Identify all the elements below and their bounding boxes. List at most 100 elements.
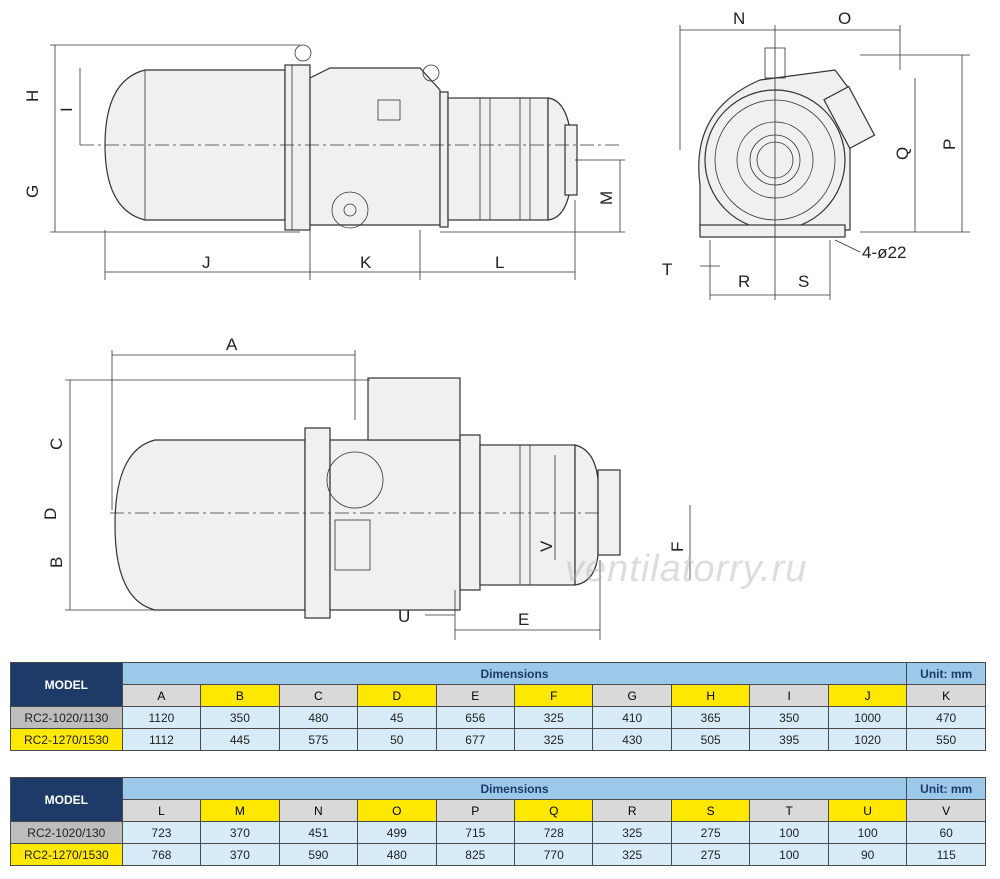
table-row: RC2-1020/130 723 370 451 499 715 728 325…	[10, 821, 986, 844]
label-E: E	[518, 610, 529, 629]
col-header: K	[906, 684, 986, 707]
label-G: G	[23, 185, 42, 198]
dimension-value: 325	[514, 706, 594, 729]
label-M: M	[597, 191, 616, 205]
dimension-value: 715	[435, 821, 516, 844]
model-header: MODEL	[10, 662, 123, 707]
dimension-value: 1120	[121, 706, 202, 729]
label-B: B	[47, 557, 66, 568]
dimension-value: 45	[357, 706, 437, 729]
label-S: S	[798, 272, 809, 291]
dimension-value: 590	[278, 843, 359, 866]
col-header: P	[435, 799, 516, 822]
label-A: A	[226, 335, 238, 354]
dimension-value: 656	[435, 706, 516, 729]
col-header: S	[670, 799, 751, 822]
col-header: F	[514, 684, 594, 707]
dimensions-table-2: MODEL Dimensions Unit: mm L M N O P Q R …	[10, 777, 986, 866]
table-row: RC2-1020/1130 1120 350 480 45 656 325 41…	[10, 706, 986, 729]
end-view: N O P Q T R S 4-ø22	[662, 9, 970, 300]
dimension-value: 275	[670, 843, 751, 866]
label-O: O	[838, 9, 851, 28]
col-header: N	[278, 799, 359, 822]
col-header: O	[357, 799, 437, 822]
top-view: H I G J K L M	[23, 44, 625, 280]
dimension-value: 825	[435, 843, 516, 866]
compressor-drawing: H I G J K L M N O P Q T R S	[23, 9, 970, 640]
col-header: B	[200, 684, 280, 707]
dimension-value: 728	[514, 821, 594, 844]
label-P: P	[940, 139, 959, 150]
label-Q: Q	[893, 147, 912, 160]
col-header: E	[435, 684, 516, 707]
label-I: I	[57, 107, 76, 112]
dimension-value: 275	[670, 821, 751, 844]
model-name: RC2-1020/130	[10, 821, 123, 844]
col-header: V	[906, 799, 986, 822]
dimension-value: 100	[827, 821, 908, 844]
label-U: U	[398, 607, 410, 626]
col-header: C	[278, 684, 359, 707]
dimensions-header: Dimensions	[121, 662, 908, 685]
col-header: R	[592, 799, 672, 822]
col-header: D	[357, 684, 437, 707]
hole-note: 4-ø22	[862, 243, 906, 262]
col-header: T	[749, 799, 829, 822]
label-J: J	[202, 253, 211, 272]
col-header: H	[670, 684, 751, 707]
dimension-value: 451	[278, 821, 359, 844]
dimension-value: 550	[906, 728, 986, 751]
label-T: T	[662, 260, 672, 279]
label-V: V	[537, 540, 556, 552]
label-N: N	[733, 9, 745, 28]
watermark: ventilatorry.ru	[565, 548, 808, 590]
dimension-value: 480	[357, 843, 437, 866]
col-header: I	[749, 684, 829, 707]
dimension-value: 677	[435, 728, 516, 751]
col-header: Q	[514, 799, 594, 822]
col-header: A	[121, 684, 202, 707]
dimensions-table-1: MODEL Dimensions Unit: mm A B C D E F G …	[10, 662, 986, 751]
dimension-value: 1000	[827, 706, 908, 729]
dimension-value: 115	[906, 843, 986, 866]
dimension-value: 325	[592, 821, 672, 844]
label-R: R	[738, 272, 750, 291]
dimension-value: 100	[749, 821, 829, 844]
col-header: G	[592, 684, 672, 707]
dimension-value: 1112	[121, 728, 202, 751]
dimension-value: 480	[278, 706, 359, 729]
table-row: RC2-1270/1530 1112 445 575 50 677 325 43…	[10, 728, 986, 751]
dimensions-header: Dimensions	[121, 777, 908, 800]
dimension-value: 723	[121, 821, 202, 844]
col-header: U	[827, 799, 908, 822]
dimension-value: 499	[357, 821, 437, 844]
dimension-value: 350	[200, 706, 280, 729]
model-header: MODEL	[10, 777, 123, 822]
dimension-value: 100	[749, 843, 829, 866]
dimension-value: 410	[592, 706, 672, 729]
table-row: RC2-1270/1530 768 370 590 480 825 770 32…	[10, 843, 986, 866]
label-D: D	[41, 508, 60, 520]
dimension-value: 90	[827, 843, 908, 866]
model-name: RC2-1270/1530	[10, 728, 123, 751]
dimension-value: 430	[592, 728, 672, 751]
dimension-value: 370	[200, 821, 280, 844]
dimension-value: 1020	[827, 728, 908, 751]
label-F: F	[668, 542, 687, 552]
label-K: K	[360, 253, 372, 272]
dimension-value: 505	[670, 728, 751, 751]
dimension-value: 370	[200, 843, 280, 866]
dimension-value: 325	[592, 843, 672, 866]
unit-label: Unit: mm	[906, 777, 986, 800]
side-view: A C D B U E V F	[41, 335, 691, 640]
dimension-value: 768	[121, 843, 202, 866]
unit-label: Unit: mm	[906, 662, 986, 685]
dimension-value: 395	[749, 728, 829, 751]
col-header: M	[200, 799, 280, 822]
dimension-value: 50	[357, 728, 437, 751]
label-L: L	[495, 253, 504, 272]
model-name: RC2-1020/1130	[10, 706, 123, 729]
dimension-value: 350	[749, 706, 829, 729]
dimension-value: 470	[906, 706, 986, 729]
dimension-value: 60	[906, 821, 986, 844]
